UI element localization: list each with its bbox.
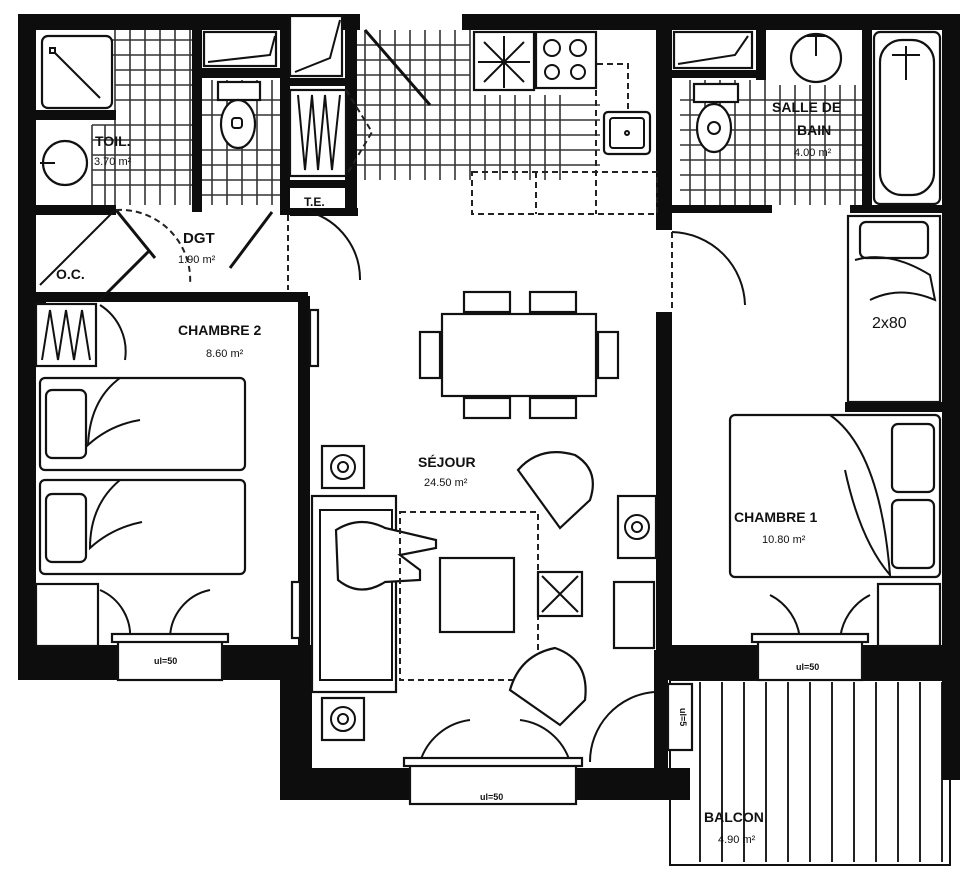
- sofa: [310, 494, 438, 694]
- tile-floor-kitchen: [355, 30, 600, 180]
- room-label-sejour: SÉJOUR: [418, 454, 476, 470]
- double-bed-chambre-1: [728, 413, 942, 579]
- room-area-balcon: 4.90 m²: [718, 834, 756, 846]
- fridge-freezer: [472, 30, 536, 92]
- bathtub: [872, 30, 942, 206]
- cooktop: [534, 30, 598, 90]
- walls: [18, 14, 960, 800]
- cupboard-top-right: [672, 30, 754, 70]
- window-annotation-chambre-1: ul=50: [796, 662, 819, 672]
- wc-right: [692, 82, 740, 154]
- wc-left: [216, 80, 262, 150]
- room-area-dgt: 1.90 m²: [178, 254, 216, 266]
- washbasin-bathroom: [789, 32, 843, 84]
- bed-chambre-2-top: [38, 376, 247, 472]
- rug-coffee-table: [399, 511, 584, 681]
- room-label-te: T.E.: [304, 195, 325, 209]
- room-area-toilet: 3.70 m²: [94, 156, 132, 168]
- room-label-oc: O.C.: [56, 266, 85, 282]
- window-chambre-2: [34, 582, 230, 682]
- room-label-chambre-1: CHAMBRE 1: [734, 509, 817, 525]
- bed-size-annotation: 2x80: [872, 315, 907, 332]
- wardrobe-chambre-2: [34, 302, 98, 368]
- dining-table: [418, 290, 620, 420]
- bed-chambre-2-bottom: [38, 478, 247, 576]
- room-area-chambre-2: 8.60 m²: [206, 348, 244, 360]
- storage-shelving: [288, 88, 374, 178]
- balcony-decking: [669, 679, 951, 866]
- radiators: [320, 444, 658, 742]
- window-annotation-chambre-2: ul=50: [154, 656, 177, 666]
- room-label-salle-de-bain-1: SALLE DE: [772, 99, 841, 115]
- side-columns: [290, 308, 694, 752]
- room-area-sejour: 24.50 m²: [424, 477, 468, 489]
- room-label-dgt: DGT: [183, 230, 215, 247]
- shower-tray: [40, 34, 114, 110]
- window-chambre-1: [750, 582, 942, 682]
- kitchen-counter-dashed: [471, 63, 658, 215]
- kitchen-sink: [602, 110, 652, 156]
- window-sejour: [402, 691, 655, 806]
- room-label-toilet: TOIL.: [95, 133, 131, 149]
- single-bed-chambre-1: [846, 214, 942, 404]
- washbasin-toilet-room: [40, 139, 89, 187]
- room-area-salle-de-bain: 4.00 m²: [794, 147, 832, 159]
- room-label-balcon: BALCON: [704, 809, 764, 825]
- window-annotation-sejour: ul=50: [480, 792, 503, 802]
- room-label-chambre-2: CHAMBRE 2: [178, 322, 261, 338]
- door-annotation-balcon: ul=5: [678, 708, 688, 726]
- room-area-chambre-1: 10.80 m²: [762, 534, 806, 546]
- doors: [39, 29, 746, 361]
- armchairs: [508, 451, 656, 727]
- cupboard-top-left: [202, 14, 344, 78]
- room-label-salle-de-bain-2: BAIN: [797, 122, 831, 138]
